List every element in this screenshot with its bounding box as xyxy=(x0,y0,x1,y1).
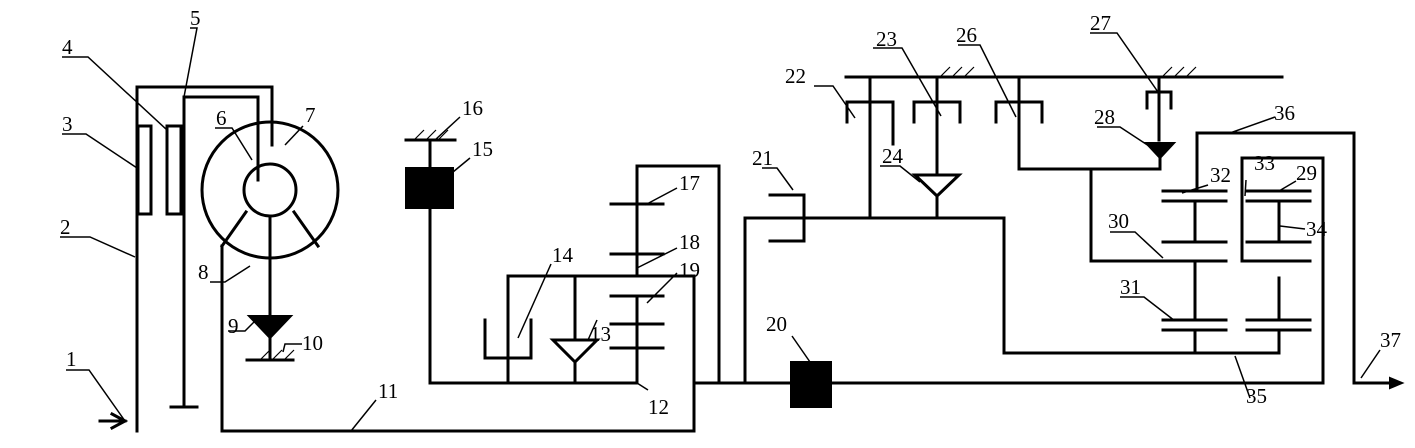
label-18: 18 xyxy=(679,230,700,254)
label-24: 24 xyxy=(882,144,904,168)
label-17: 17 xyxy=(679,171,700,195)
label-23: 23 xyxy=(876,27,897,51)
label-11: 11 xyxy=(378,379,398,403)
label-14: 14 xyxy=(552,243,574,267)
label-4: 4 xyxy=(62,35,73,59)
label-33: 33 xyxy=(1254,151,1275,175)
label-35: 35 xyxy=(1246,384,1267,408)
brake-16-ground xyxy=(404,129,457,170)
brake-block-15 xyxy=(405,167,454,209)
label-3: 3 xyxy=(62,112,73,136)
label-20: 20 xyxy=(766,312,787,336)
label-13: 13 xyxy=(590,322,611,346)
one-way-clutch-9 xyxy=(246,256,294,362)
label-37: 37 xyxy=(1380,328,1401,352)
brake-22 xyxy=(845,75,895,220)
label-1: 1 xyxy=(66,347,77,371)
label-27: 27 xyxy=(1090,11,1111,35)
torque-converter xyxy=(200,120,340,260)
label-5: 5 xyxy=(190,6,201,30)
label-16: 16 xyxy=(462,96,483,120)
label-36: 36 xyxy=(1274,101,1295,125)
input-shaft xyxy=(98,85,274,433)
label-29: 29 xyxy=(1296,161,1317,185)
label-31: 31 xyxy=(1120,275,1141,299)
label-10: 10 xyxy=(302,331,323,355)
label-30: 30 xyxy=(1108,209,1129,233)
leader-lines xyxy=(60,27,1381,432)
clutch-plate-outer xyxy=(136,124,153,216)
clutch-plate-inner xyxy=(165,124,183,216)
label-22: 22 xyxy=(785,64,806,88)
output-arrow-37 xyxy=(1352,376,1405,390)
label-32: 32 xyxy=(1210,163,1231,187)
brake-block-20 xyxy=(790,361,832,408)
ground-10 xyxy=(245,349,295,362)
label-12: 12 xyxy=(648,395,669,419)
one-way-clutch-13 xyxy=(549,274,601,385)
label-6: 6 xyxy=(216,106,227,130)
label-26: 26 xyxy=(956,23,977,47)
brake-27 xyxy=(1145,75,1173,142)
clutch-21 xyxy=(743,193,1006,385)
planetary-set-left xyxy=(1002,167,1281,355)
label-21: 21 xyxy=(752,146,773,170)
label-9: 9 xyxy=(228,314,239,338)
label-2: 2 xyxy=(60,215,71,239)
label-15: 15 xyxy=(472,137,493,161)
gear-pair-17-18 xyxy=(609,164,721,385)
shaft-to-output xyxy=(692,156,1325,385)
clutch-14 xyxy=(483,318,533,360)
one-way-clutch-28 xyxy=(1143,142,1177,171)
label-7: 7 xyxy=(305,103,316,127)
brake-26 xyxy=(994,75,1162,171)
output-line-11 xyxy=(220,244,696,433)
brake-23 xyxy=(912,75,962,177)
part-labels: 1 2 3 4 5 6 7 8 9 10 11 12 13 14 15 16 1… xyxy=(60,6,1401,419)
one-way-clutch-24 xyxy=(911,173,963,220)
label-8: 8 xyxy=(198,260,209,284)
housing-bar xyxy=(844,66,1284,79)
turbine-shaft xyxy=(169,95,260,409)
label-34: 34 xyxy=(1306,217,1328,241)
planetary-set-right xyxy=(1195,131,1356,385)
label-28: 28 xyxy=(1094,105,1115,129)
label-19: 19 xyxy=(679,258,700,282)
